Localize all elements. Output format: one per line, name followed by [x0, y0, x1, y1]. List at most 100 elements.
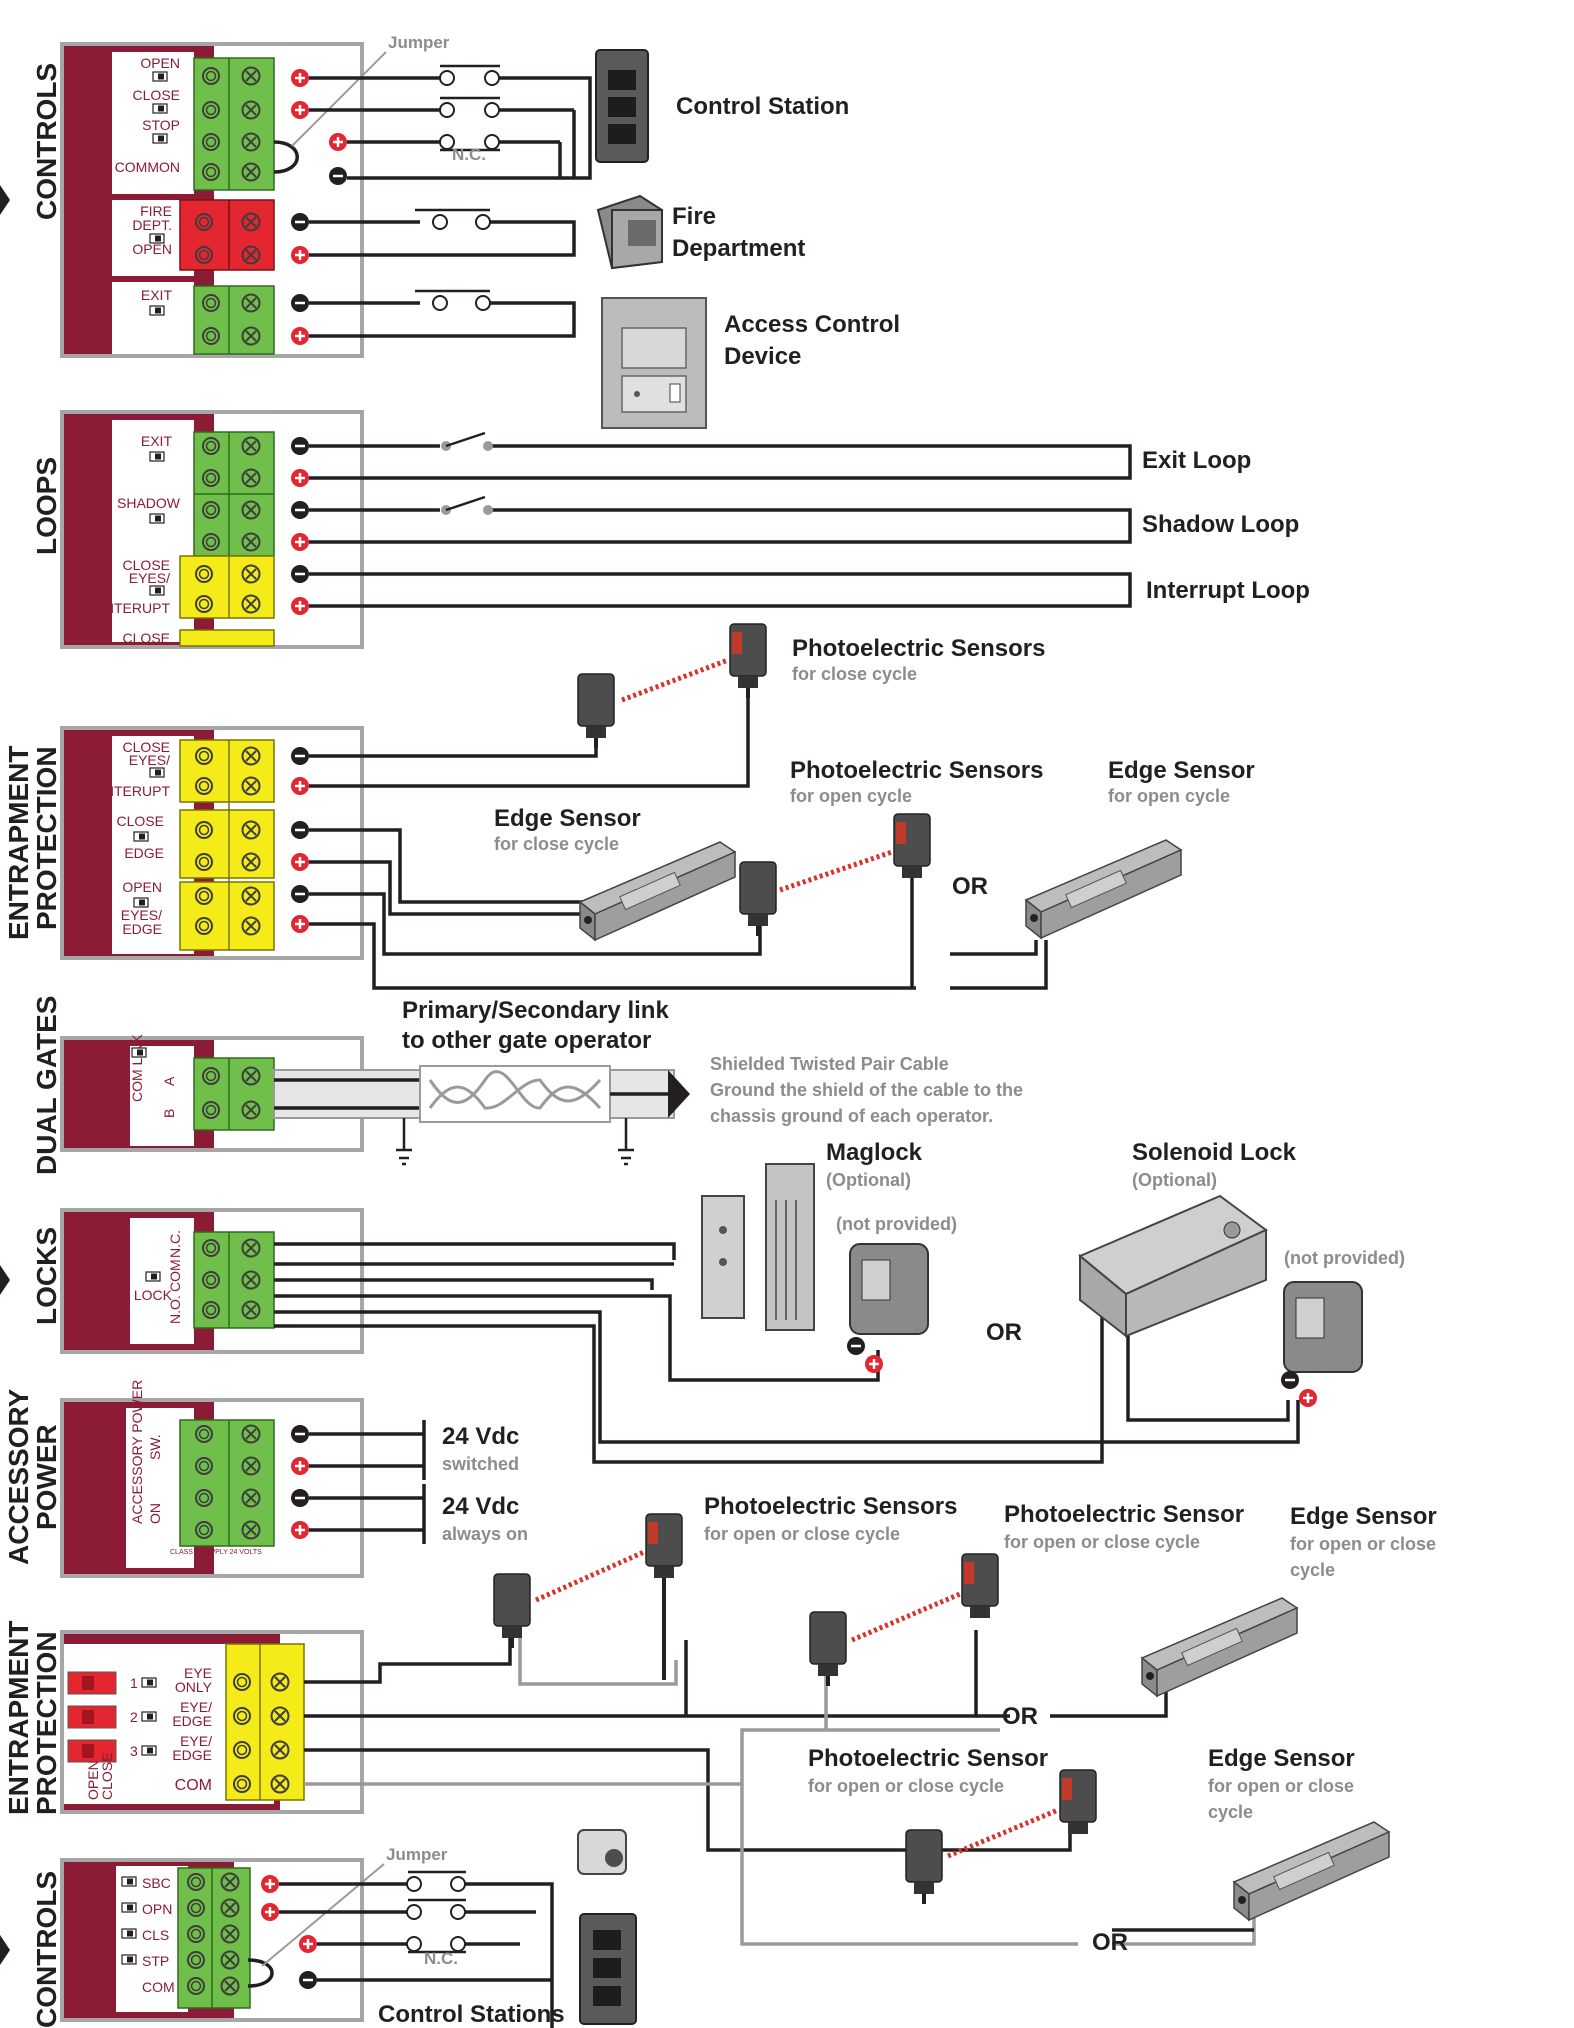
svg-text:24 Vdc: 24 Vdc [442, 1423, 519, 1450]
svg-text:(Optional): (Optional) [1132, 1170, 1217, 1190]
svg-text:Jumper: Jumper [386, 1845, 448, 1864]
entrapment-bottom-panel: 1 2 3 EYE ONLY EYE/ EDGE EYE/ EDGE COM O… [60, 1624, 1256, 1946]
svg-text:POWER: POWER [31, 1424, 62, 1530]
svg-text:EXIT: EXIT [141, 433, 173, 449]
svg-text:B: B [161, 1109, 177, 1118]
svg-text:Photoelectric Sensor: Photoelectric Sensor [808, 1745, 1048, 1772]
svg-text:OPEN: OPEN [122, 879, 162, 895]
svg-text:Primary/Secondary link: Primary/Secondary link [402, 997, 669, 1024]
svg-text:CLOSE: CLOSE [117, 813, 164, 829]
control-stations-device: Control Stations [378, 1829, 637, 2028]
svg-text:Edge Sensor: Edge Sensor [1208, 1745, 1355, 1772]
loops-panel: EXIT SHADOW CLOSE EYES/ INTERUPT CLOSE E… [60, 410, 1310, 649]
svg-text:2: 2 [130, 1709, 138, 1725]
svg-text:3: 3 [130, 1743, 138, 1759]
svg-text:FIRE: FIRE [140, 203, 172, 219]
svg-text:for open or close cycle: for open or close cycle [808, 1776, 1004, 1796]
svg-text:(not provided): (not provided) [836, 1214, 957, 1234]
svg-text:(not provided): (not provided) [1284, 1248, 1405, 1268]
svg-text:ONLY: ONLY [175, 1679, 213, 1695]
svg-text:ENTRAPMENT: ENTRAPMENT [3, 746, 34, 940]
svg-text:N.C.: N.C. [167, 1230, 183, 1258]
section-entrapment-bottom: ENTRAPMENT PROTECTION [3, 1621, 62, 1815]
nc-label: N.C. [452, 145, 486, 164]
svg-text:COM LINK: COM LINK [129, 1034, 145, 1102]
interrupt-loop-label: Interrupt Loop [1146, 577, 1310, 604]
svg-text:chassis ground of each operato: chassis ground of each operator. [710, 1106, 993, 1126]
maglock-device: Maglock (Optional) (not provided) OR [701, 1139, 1022, 1375]
svg-text:EDGE: EDGE [172, 1747, 212, 1763]
svg-text:Device: Device [724, 343, 801, 370]
svg-text:EYES/: EYES/ [129, 570, 170, 586]
svg-text:EYES/: EYES/ [121, 907, 162, 923]
control-station-device: Control Station [595, 49, 849, 163]
photo-sensors-close-group: Photoelectric Sensors for close cycle [576, 623, 1045, 750]
svg-text:for open or close: for open or close [1290, 1534, 1436, 1554]
photo-sensors-open-group: Photoelectric Sensors for open cycle [738, 757, 1043, 988]
svg-text:SHADOW: SHADOW [117, 495, 181, 511]
svg-text:CLOSE: CLOSE [123, 557, 170, 573]
svg-text:Department: Department [672, 235, 805, 262]
svg-text:to other gate operator: to other gate operator [402, 1027, 651, 1054]
svg-text:24 Vdc: 24 Vdc [442, 1493, 519, 1520]
svg-text:always on: always on [442, 1524, 528, 1544]
solenoid-lock-device: Solenoid Lock (Optional) (not provided) [1078, 1139, 1405, 1409]
svg-text:SW.: SW. [147, 1434, 163, 1460]
svg-text:for open cycle: for open cycle [790, 786, 912, 806]
fire-department-device: Fire Department [596, 194, 805, 270]
svg-text:ON: ON [147, 1503, 163, 1524]
svg-text:cycle: cycle [1208, 1802, 1253, 1822]
svg-text:OPEN: OPEN [132, 241, 172, 257]
svg-text:for close cycle: for close cycle [494, 834, 619, 854]
section-label: DUAL GATES [31, 996, 62, 1175]
section-loops: LOOPS [31, 457, 62, 555]
svg-text:LOCK: LOCK [134, 1287, 173, 1303]
svg-text:EYE/: EYE/ [180, 1733, 212, 1749]
control-station-label: Control Station [676, 93, 849, 120]
entrapment-top-panel: CLOSE EYES/ INTERUPT CLOSE EDGE OPEN EYE… [60, 698, 1048, 990]
svg-text:1: 1 [130, 1675, 138, 1691]
svg-text:OR: OR [952, 873, 988, 900]
svg-text:EYE/: EYE/ [180, 1699, 212, 1715]
svg-text:COM: COM [175, 1777, 212, 1794]
svg-text:Edge Sensor: Edge Sensor [1108, 757, 1255, 784]
svg-text:CLOSE: CLOSE [123, 630, 170, 646]
svg-text:COM: COM [142, 1979, 175, 1995]
svg-text:Photoelectric Sensors: Photoelectric Sensors [704, 1493, 957, 1520]
section-entrapment-top: ENTRAPMENT PROTECTION [3, 746, 62, 940]
shadow-loop-label: Shadow Loop [1142, 511, 1299, 538]
svg-text:EYES/: EYES/ [129, 752, 170, 768]
svg-text:N.C.: N.C. [424, 1949, 458, 1968]
section-controls-bottom: CONTROLS [0, 1871, 62, 2028]
photo-sensor-single-group-1: Photoelectric Sensor for open or close c… [808, 1501, 1244, 1730]
svg-text:Ground the shield of the cable: Ground the shield of the cable to the [710, 1080, 1023, 1100]
svg-text:for open or close cycle: for open or close cycle [704, 1524, 900, 1544]
svg-text:for open cycle: for open cycle [1108, 786, 1230, 806]
svg-text:switched: switched [442, 1454, 519, 1474]
access-control-device: Access Control Device [601, 297, 900, 429]
photo-sensors-oc-group: Photoelectric Sensors for open or close … [492, 1493, 957, 1680]
jumper-label: Jumper [388, 33, 450, 52]
svg-text:DEPT.: DEPT. [132, 217, 172, 233]
edge-sensor-oc-group-2: Edge Sensor for open or close cycle [1208, 1745, 1390, 1921]
svg-text:Edge Sensor: Edge Sensor [494, 805, 641, 832]
terminal-stop: STOP [142, 117, 180, 133]
svg-text:STP: STP [142, 1953, 169, 1969]
svg-text:Photoelectric Sensor: Photoelectric Sensor [1004, 1501, 1244, 1528]
svg-text:Maglock: Maglock [826, 1139, 923, 1166]
dual-gates-panel: COM LINK A B Primary/Secondary link to o… [60, 997, 1023, 1166]
photo-sensor-single-group-2: Photoelectric Sensor for open or close c… [808, 1745, 1128, 1956]
section-label: CONTROLS [31, 63, 62, 220]
svg-text:ACCESSORY: ACCESSORY [3, 1388, 34, 1565]
edge-sensor-open-group: Edge Sensor for open cycle OR [952, 757, 1255, 939]
svg-text:EDGE: EDGE [172, 1713, 212, 1729]
svg-text:N.O.: N.O. [167, 1295, 183, 1324]
svg-text:ENTRAPMENT: ENTRAPMENT [3, 1621, 34, 1815]
terminal-open: OPEN [140, 55, 180, 71]
svg-text:Shielded Twisted Pair Cable: Shielded Twisted Pair Cable [710, 1054, 949, 1074]
svg-text:ACCESSORY POWER: ACCESSORY POWER [129, 1380, 145, 1524]
svg-text:OPEN: OPEN [85, 1760, 101, 1800]
svg-text:SBC: SBC [142, 1875, 171, 1891]
svg-text:Photoelectric Sensors: Photoelectric Sensors [792, 635, 1045, 662]
